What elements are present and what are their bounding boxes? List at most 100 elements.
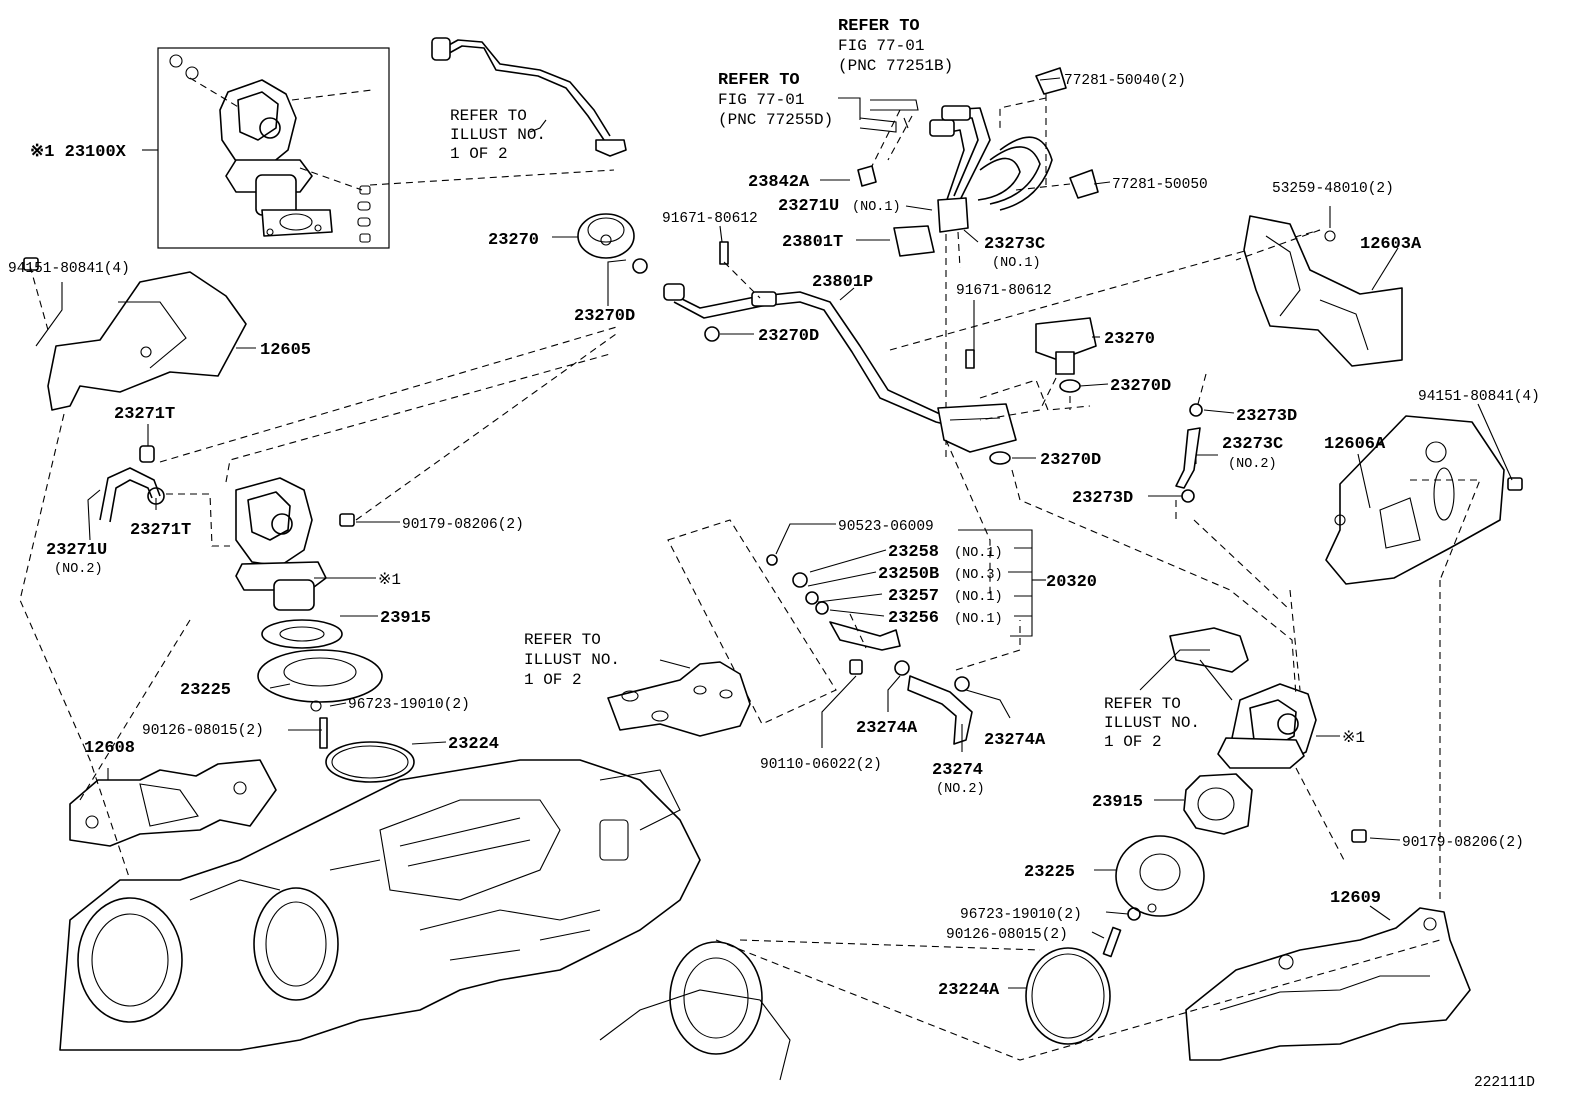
inset-frame bbox=[157, 47, 390, 249]
label-23271T-top: 23271T bbox=[114, 405, 175, 424]
refer-illust-right-1: REFER TO bbox=[1104, 695, 1181, 713]
label-23270D-d: 23270D bbox=[1040, 451, 1101, 470]
label-mark-1-right: ※1 bbox=[1342, 729, 1365, 747]
plate-23225-left bbox=[257, 649, 383, 749]
label-23842A: 23842A bbox=[748, 173, 810, 192]
label-23271U-no2: 23271U bbox=[46, 541, 107, 560]
bracket-12605 bbox=[23, 257, 247, 411]
label-23273C-no2-suffix: (NO.2) bbox=[1228, 457, 1277, 472]
label-23273C-no2: 23273C bbox=[1222, 435, 1283, 454]
bracket-12608 bbox=[69, 759, 277, 847]
refer-illust-mid-1: REFER TO bbox=[524, 631, 601, 649]
fuel-pump-right bbox=[1169, 627, 1317, 769]
label-23270D-b: 23270D bbox=[758, 327, 819, 346]
label-90179-08206-right: 90179-08206(2) bbox=[1402, 835, 1524, 851]
bracket-12609 bbox=[1185, 907, 1471, 1061]
label-77281-50050: 77281-50050 bbox=[1112, 177, 1208, 193]
refer-illust-top-3: 1 OF 2 bbox=[450, 145, 508, 163]
label-12605: 12605 bbox=[260, 341, 311, 360]
leader-lines bbox=[35, 77, 1513, 989]
refer-fig-mid-1: REFER TO bbox=[718, 71, 800, 90]
label-23258: 23258 bbox=[888, 543, 939, 562]
label-53259-48010: 53259-48010(2) bbox=[1272, 181, 1394, 197]
oring-23224A bbox=[1025, 947, 1111, 1045]
refer-fig-top-2: FIG 77-01 bbox=[838, 37, 924, 55]
label-20320: 20320 bbox=[1046, 573, 1097, 592]
pump-assembly-inset bbox=[157, 47, 615, 249]
label-mark-1-left: ※1 bbox=[378, 571, 401, 589]
diagram-id: 222111D bbox=[1474, 1075, 1535, 1091]
refer-illust-right-2: ILLUST NO. bbox=[1104, 714, 1200, 732]
label-94151-80841-left: 94151-80841(4) bbox=[8, 261, 130, 277]
refer-illust-mid-3: 1 OF 2 bbox=[524, 671, 582, 689]
label-23271U-no2-suffix: (NO.2) bbox=[54, 562, 103, 577]
fuel-pipe-top bbox=[431, 37, 627, 157]
label-96723-19010-left: 96723-19010(2) bbox=[348, 697, 470, 713]
label-12606A: 12606A bbox=[1324, 435, 1386, 454]
label-94151-80841-right: 94151-80841(4) bbox=[1418, 389, 1540, 405]
label-23257-suffix: (NO.1) bbox=[954, 590, 1003, 605]
bracket-12603A bbox=[1243, 215, 1403, 367]
seal-96723-right bbox=[1127, 907, 1141, 921]
label-23273C-no1: 23273C bbox=[984, 235, 1045, 254]
label-23256: 23256 bbox=[888, 609, 939, 628]
label-12603A: 12603A bbox=[1360, 235, 1422, 254]
intake-manifold bbox=[59, 759, 791, 1081]
label-23100X: ※1 23100X bbox=[30, 143, 127, 162]
label-90110-06022: 90110-06022(2) bbox=[760, 757, 882, 773]
refer-illust-mid-2: ILLUST NO. bbox=[524, 651, 620, 669]
label-23270D-c: 23270D bbox=[1110, 377, 1171, 396]
gasket-23915-left bbox=[261, 619, 343, 649]
callout-labels: ※1 23100X REFER TO ILLUST NO. 1 OF 2 REF… bbox=[8, 17, 1540, 1091]
vapor-hose-cluster bbox=[857, 67, 1099, 460]
hose-23271U-no2 bbox=[99, 325, 621, 547]
vacuum-hose-no2 bbox=[1175, 373, 1207, 520]
label-91671-80612-right: 91671-80612 bbox=[956, 283, 1052, 299]
refer-illust-top-2: ILLUST NO. bbox=[450, 126, 546, 144]
label-91671-80612-top: 91671-80612 bbox=[662, 211, 758, 227]
label-96723-19010-right: 96723-19010(2) bbox=[960, 907, 1082, 923]
label-23274A-left: 23274A bbox=[856, 719, 918, 738]
fuel-rail-section bbox=[607, 519, 837, 737]
plate-23225-right bbox=[1115, 835, 1205, 917]
label-90523-06009: 90523-06009 bbox=[838, 519, 934, 535]
refer-fig-top-1: REFER TO bbox=[838, 17, 920, 36]
label-23273C-no1-suffix: (NO.1) bbox=[992, 256, 1041, 271]
label-23271U-no1: 23271U bbox=[778, 197, 839, 216]
oring-23224 bbox=[325, 741, 415, 783]
assembly-dashed-lines bbox=[19, 229, 1481, 1061]
label-23274: 23274 bbox=[932, 761, 983, 780]
label-23801P: 23801P bbox=[812, 273, 873, 292]
nut-90179-right bbox=[1351, 829, 1367, 843]
label-23270D-a: 23270D bbox=[574, 307, 635, 326]
label-23225-right: 23225 bbox=[1024, 863, 1075, 882]
label-23271U-no1-suffix: (NO.1) bbox=[852, 200, 901, 215]
label-23273D-a: 23273D bbox=[1236, 407, 1297, 426]
label-23915-right: 23915 bbox=[1092, 793, 1143, 812]
label-23270-right: 23270 bbox=[1104, 330, 1155, 349]
label-23250B: 23250B bbox=[878, 565, 939, 584]
fuel-pump-center bbox=[225, 333, 617, 611]
gasket-23915-right bbox=[1183, 773, 1253, 835]
label-23257: 23257 bbox=[888, 587, 939, 606]
label-12609: 12609 bbox=[1330, 889, 1381, 908]
label-23270-top: 23270 bbox=[488, 231, 539, 250]
refer-fig-mid-2: FIG 77-01 bbox=[718, 91, 804, 109]
label-77281-50040: 77281-50040(2) bbox=[1064, 73, 1186, 89]
label-23256-suffix: (NO.1) bbox=[954, 612, 1003, 627]
label-12608: 12608 bbox=[84, 739, 135, 758]
label-23274-suffix: (NO.2) bbox=[936, 782, 985, 797]
label-23224A: 23224A bbox=[938, 981, 1000, 1000]
refer-fig-mid-3: (PNC 77255D) bbox=[718, 111, 833, 129]
pressure-regulator-top bbox=[577, 213, 720, 342]
refer-illust-top-1: REFER TO bbox=[450, 107, 527, 125]
refer-fig-top-3: (PNC 77251B) bbox=[838, 57, 953, 75]
label-23224: 23224 bbox=[448, 735, 499, 754]
label-23801T: 23801T bbox=[782, 233, 843, 252]
label-23271T-bottom: 23271T bbox=[130, 521, 191, 540]
label-90179-08206-left: 90179-08206(2) bbox=[402, 517, 524, 533]
refer-illust-right-3: 1 OF 2 bbox=[1104, 733, 1162, 751]
label-90126-08015-right: 90126-08015(2) bbox=[946, 927, 1068, 943]
label-23915-left: 23915 bbox=[380, 609, 431, 628]
